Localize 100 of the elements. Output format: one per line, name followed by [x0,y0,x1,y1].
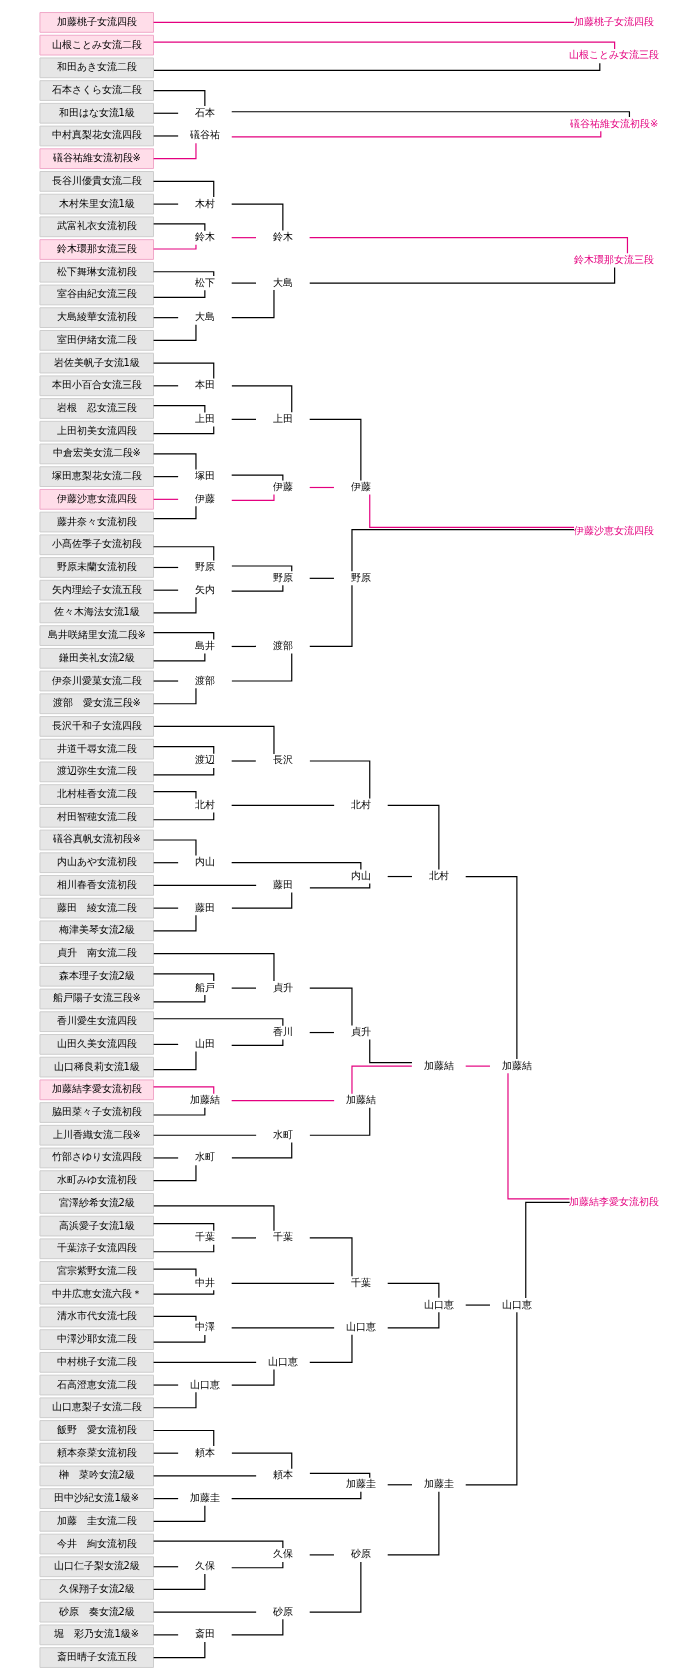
connector [153,244,197,250]
connector [309,1554,335,1556]
connector [231,652,293,682]
node-box: 加藤 圭女流二段 [39,1510,154,1532]
connector [231,203,284,232]
connector [153,385,179,387]
connector [231,282,257,284]
node-text: 斎田 [194,1628,215,1640]
node-text: 鈴木環那女流三段 [574,253,655,265]
node-text: 上田 [194,412,215,424]
node-box: 斎田晴子女流五段 [39,1647,154,1668]
node-box: 千葉涼子女流四段 [39,1238,154,1260]
node-text: 加藤結 [345,1094,376,1106]
node-text: 藤田 [194,901,215,913]
connector [231,645,257,648]
connector [309,486,335,489]
connector [153,994,206,1003]
connector [231,1141,293,1159]
node-text: 中澤 [194,1321,215,1333]
node-box: 清水市代女流七段 [39,1306,154,1328]
connector [153,1050,197,1071]
node-text: 中井 [194,1276,215,1288]
connector [153,725,275,755]
connector [153,1205,275,1232]
connector [309,882,371,889]
node-text: 加藤圭 [189,1492,220,1504]
node-box: 中倉宏美女流二段※ [39,443,154,465]
connector [153,907,179,909]
node-text: 渡部 [194,674,215,686]
connector [152,632,215,641]
connector [152,1289,215,1295]
node-text: 大島 [272,276,293,288]
node-text: 上田 [272,412,293,424]
node-box: 石本さくら女流二段 [39,80,154,101]
connector [153,653,206,662]
connector [351,1065,413,1095]
node-text: 久保 [272,1548,293,1560]
connector [153,89,206,107]
node-text: 加藤桃子女流四段 [574,15,655,27]
connector [152,973,215,982]
node-box: 長谷川優貴女流二段 [39,171,154,192]
connector [231,474,284,482]
node-box: 香川愛生女流四段 [39,1011,154,1033]
node-box: 竹部さゆり女流四段 [39,1147,154,1169]
connector [153,223,206,232]
node-box: 和田あき女流二段 [39,57,154,79]
node-text: 北村 [194,798,215,810]
node-box: 山口恵梨子女流二段 [39,1397,154,1419]
node-text: 水町 [272,1128,293,1140]
node-text: 伊藤 [272,480,293,492]
node-box: 船戸陽子女流三段※ [39,988,154,1010]
node-box: 砂原 奏女流2級 [39,1601,154,1623]
node-text: 水町 [194,1151,215,1163]
node-text: 石本 [194,106,215,118]
connector [309,760,371,800]
node-box: 相川春香女流初段 [39,875,154,896]
connector [231,385,293,413]
node-text: 加藤結 [189,1094,220,1106]
node-box: 中澤沙耶女流二段 [39,1329,154,1350]
node-box: 礒谷真帆女流初段※ [39,829,154,851]
node-box: 中村桃子女流二段 [39,1351,154,1373]
connector [153,317,179,319]
node-box: 中村真梨花女流四段 [39,125,154,147]
node-box: 塚田恵梨花女流二段 [39,466,154,487]
connector [153,1268,197,1277]
connector [153,1566,179,1568]
connector [152,746,215,755]
connector [231,1618,284,1636]
node-text: 加藤結 [501,1059,532,1071]
connector [231,1100,335,1102]
node-text: 加藤圭 [423,1478,454,1490]
node-text: 伊藤沙恵女流四段 [574,525,655,537]
node-box: 渡辺弥生女流二段 [39,761,154,783]
node-box: 室田伊緒女流二段 [39,330,154,351]
node-box: 森本理子女流2級 [39,965,154,987]
node-box: 藤田 綾女流二段 [39,897,154,919]
connector [153,404,206,414]
connector [231,584,284,592]
connector [152,767,215,776]
node-text: 木村 [194,197,215,209]
connector [369,1038,413,1064]
connector [231,565,293,572]
node-box: 伊奈川愛菓女流二段 [39,670,154,692]
node-text: 伊藤 [194,492,215,504]
connector [309,237,629,254]
connector [231,289,275,319]
connector [387,875,413,878]
node-text: 礒谷祐 [189,129,220,141]
node-box: 今井 絢女流初段 [39,1533,154,1555]
connector [231,111,631,118]
node-box: 山田久美女流四段 [39,1034,154,1055]
connector [153,687,197,705]
node-box: 上川香織女流二段※ [39,1124,154,1146]
connector [153,112,179,114]
node-text: 貞升 [350,1026,371,1038]
node-text: 砂原 [350,1548,371,1560]
connector [153,1641,206,1659]
node-box: 加藤結李愛女流初段 [39,1079,154,1101]
connector [309,1237,353,1277]
connector [309,1561,362,1613]
